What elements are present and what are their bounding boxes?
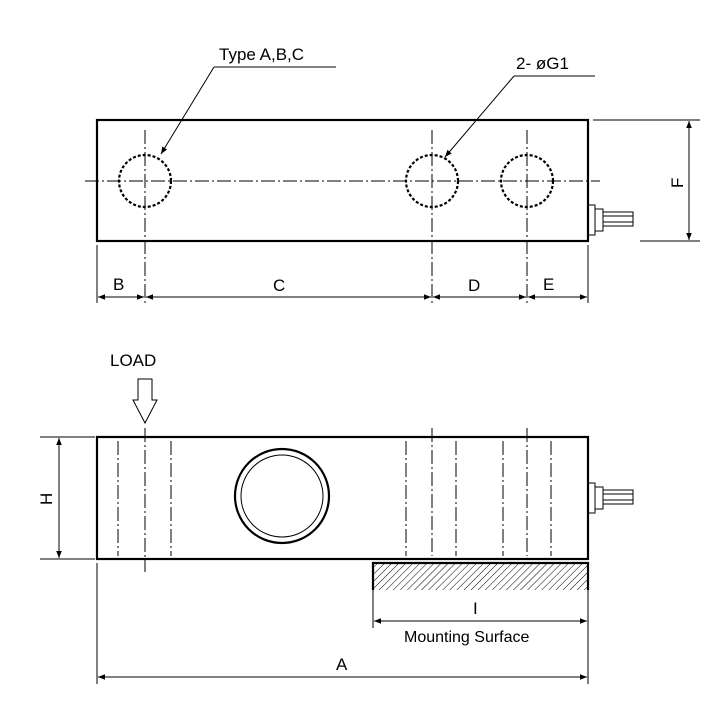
side-view: LOAD H <box>37 351 634 684</box>
mounting-surface-hatch <box>373 563 588 590</box>
mounting-surface-text: Mounting Surface <box>404 629 530 646</box>
dim-c-text: C <box>273 276 285 295</box>
side-cable-connector <box>587 482 634 514</box>
callout-type: Type A,B,C <box>160 45 336 155</box>
load-arrow-icon <box>132 378 158 425</box>
callout-diameter: 2- øG1 <box>444 54 595 158</box>
dim-h-text: H <box>37 493 56 505</box>
dim-f-text: F <box>668 178 687 188</box>
dim-a-text: A <box>336 655 348 674</box>
mounting-surface-outline <box>371 561 590 590</box>
top-cable-connector <box>587 204 634 236</box>
dim-e-text: E <box>543 275 554 294</box>
callout-type-text: Type A,B,C <box>219 45 304 64</box>
dim-i-text: I <box>473 599 478 618</box>
callout-diameter-text: 2- øG1 <box>516 54 569 73</box>
gauge-pocket-inner <box>240 454 324 538</box>
load-label: LOAD <box>110 351 156 370</box>
dim-d-text: D <box>468 276 480 295</box>
top-view: Type A,B,C 2- øG1 B C D E F <box>85 45 700 303</box>
dim-b-text: B <box>113 275 124 294</box>
gauge-pocket-outer <box>233 447 331 545</box>
